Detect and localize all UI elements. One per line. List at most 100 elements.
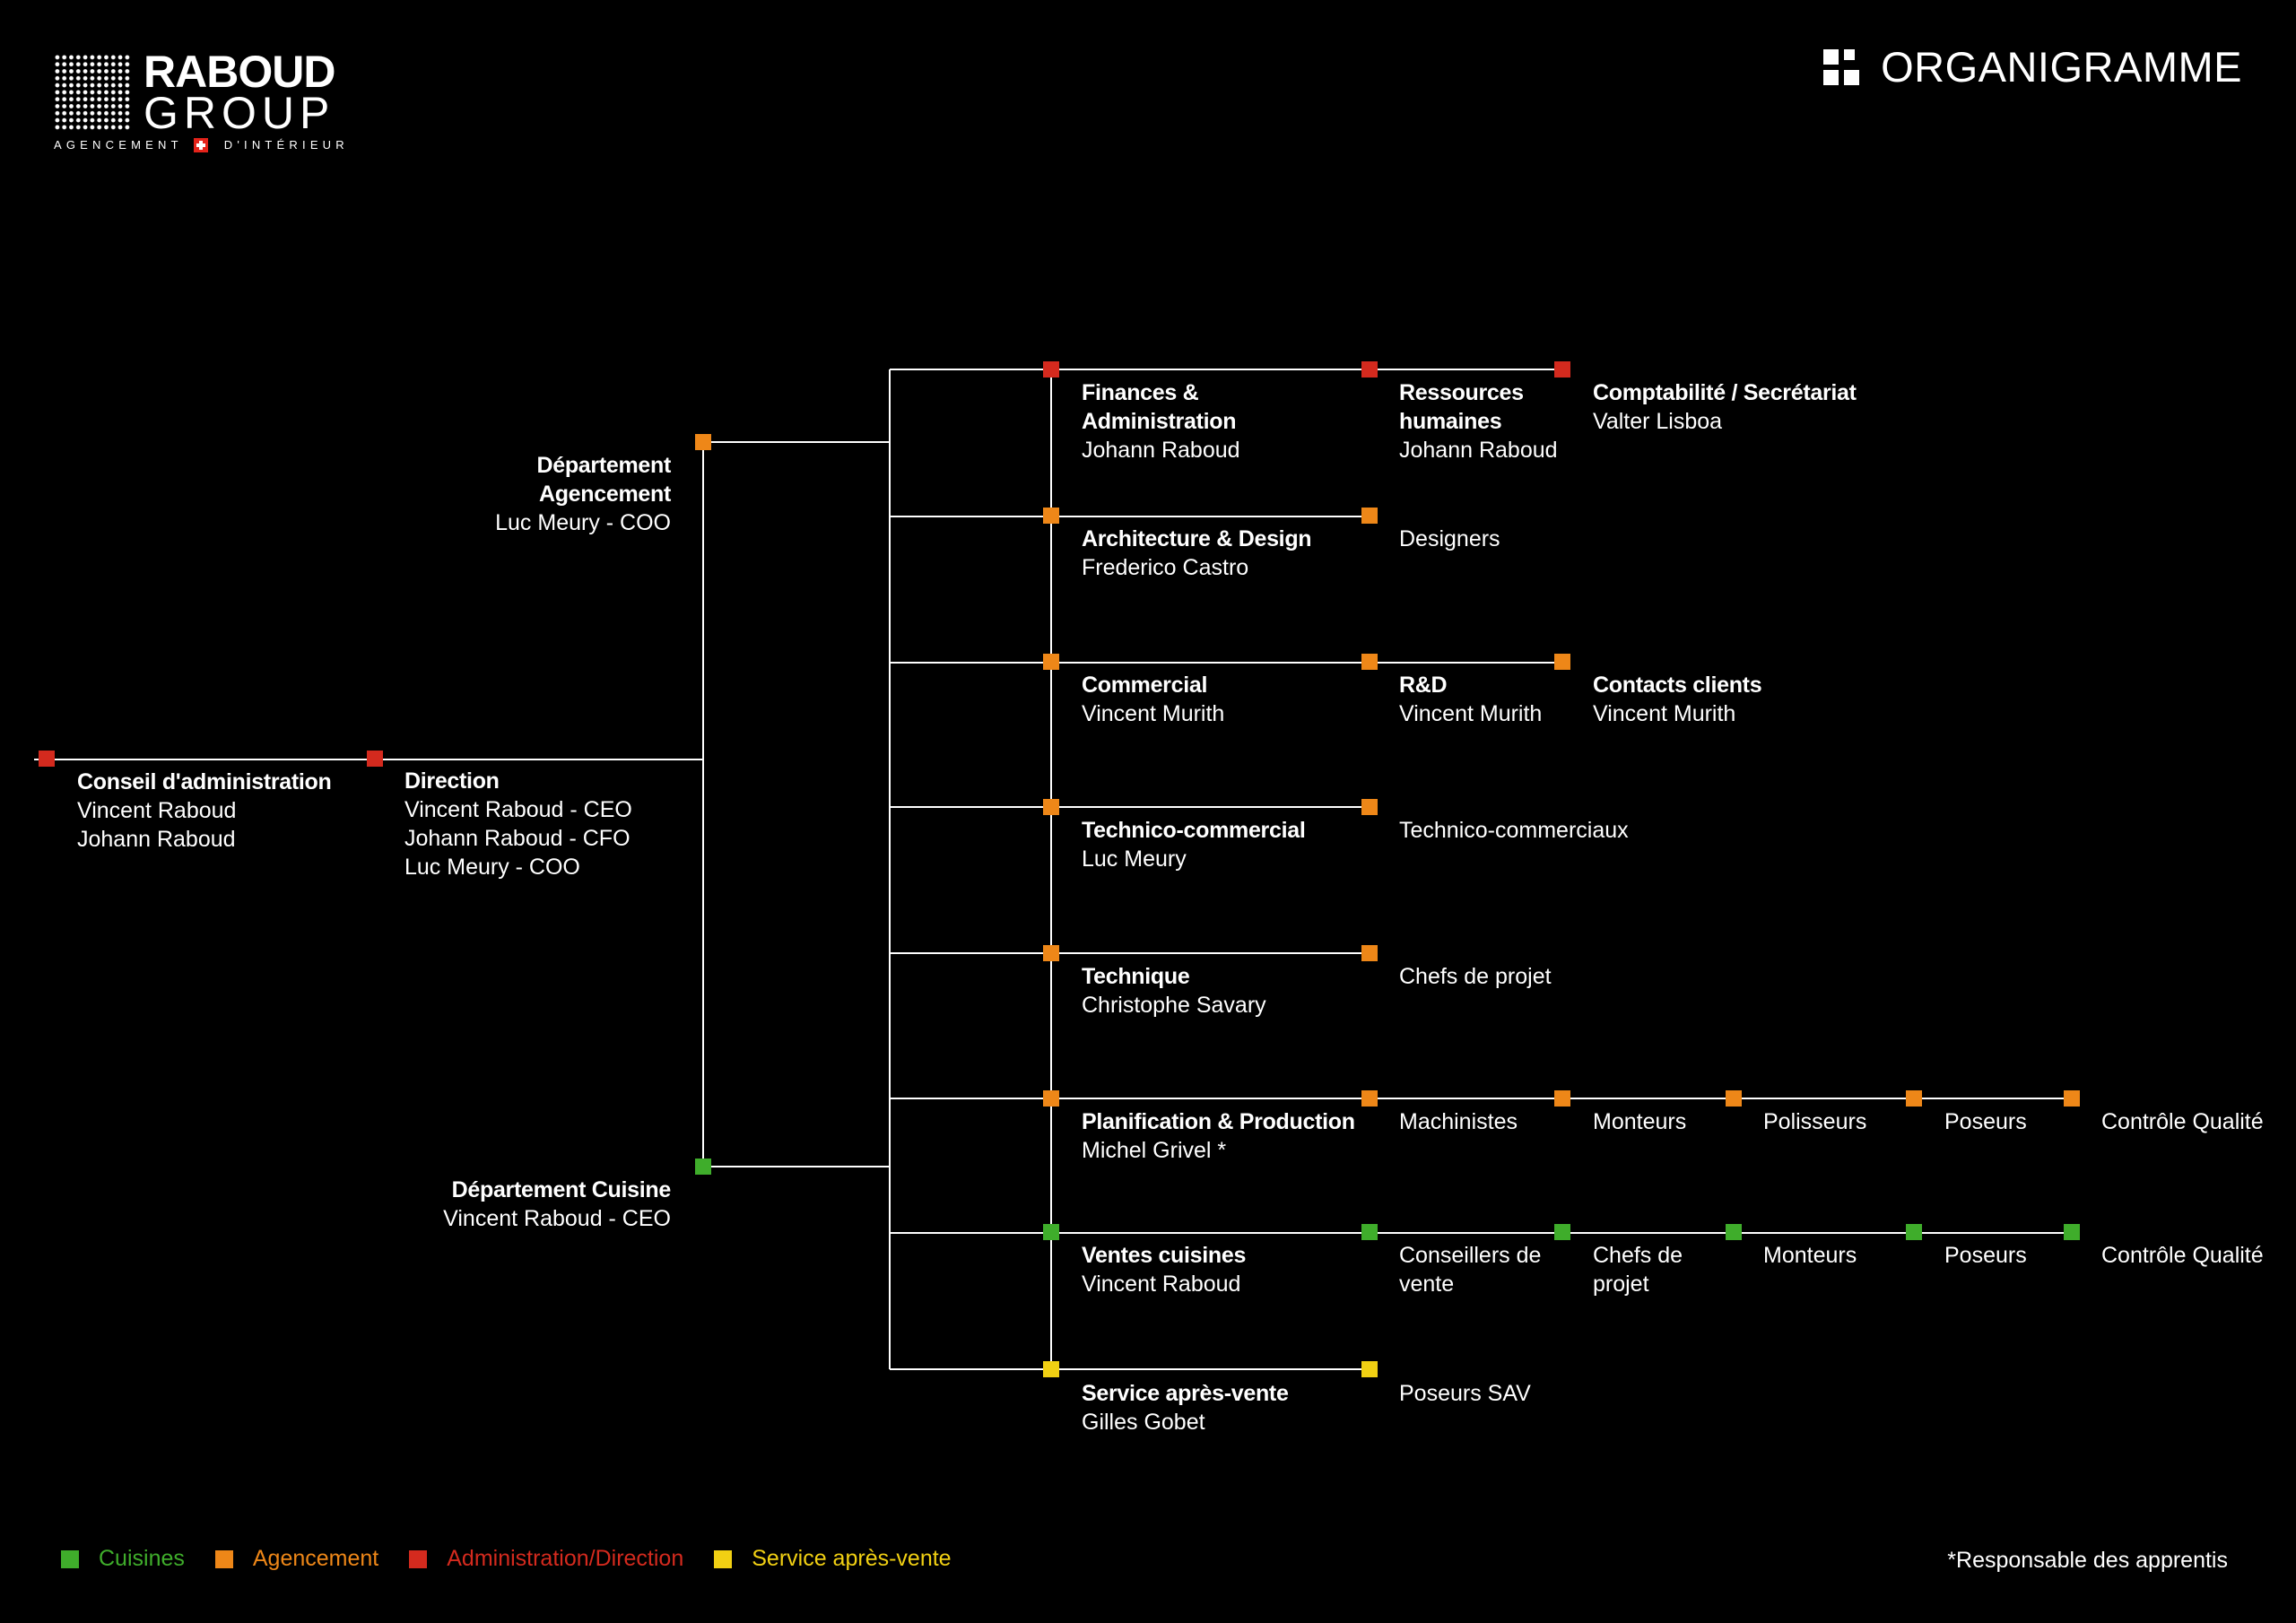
node-marker-designers (1361, 508, 1378, 524)
node-marker-qualite-c (2064, 1224, 2080, 1240)
org-node-title: Planification & Production (1082, 1109, 1355, 1134)
org-node-line: Vincent Raboud - CEO (404, 797, 632, 822)
org-node-line: Vincent Murith (1593, 701, 1736, 726)
org-node-line: Gilles Gobet (1082, 1410, 1205, 1435)
org-node-line: Michel Grivel * (1082, 1138, 1227, 1163)
org-node-line: Christophe Savary (1082, 993, 1266, 1018)
org-node-line: Machinistes (1399, 1109, 1518, 1134)
org-node-line: Monteurs (1593, 1109, 1687, 1134)
node-marker-rh (1361, 361, 1378, 378)
org-node-line: Designers (1399, 526, 1500, 551)
node-marker-technique (1043, 945, 1059, 961)
org-node-title: Contacts clients (1593, 673, 1762, 698)
node-marker-conseil (39, 751, 55, 767)
org-node-title: Commercial (1082, 673, 1208, 698)
org-node-line: Vincent Raboud (1082, 1271, 1241, 1297)
node-marker-dept-agencement (695, 434, 711, 450)
node-marker-machinistes (1361, 1090, 1378, 1107)
org-node-line: Contrôle Qualité (2101, 1243, 2264, 1268)
org-node-line: Vincent Raboud - CEO (443, 1206, 671, 1231)
org-node-line: Poseurs SAV (1399, 1381, 1531, 1406)
node-marker-dept-cuisine (695, 1159, 711, 1175)
org-node-title: Technique (1082, 964, 1190, 989)
org-node-line: Contrôle Qualité (2101, 1109, 2264, 1134)
org-node-machinistes: Machinistes (1399, 1107, 1518, 1136)
org-node-monteurs-a: Monteurs (1593, 1107, 1686, 1136)
org-node-line: Vincent Murith (1399, 701, 1543, 726)
legend-label: Agencement (252, 1546, 379, 1571)
node-marker-technico-staff (1361, 799, 1378, 815)
node-marker-qualite-a (2064, 1090, 2080, 1107)
raboud-group-logo: RABOUD GROUP AGENCEMENT D'INTÉRIEUR (54, 47, 359, 155)
org-node-line: Poseurs (1944, 1243, 2027, 1268)
org-node-title: Architecture & Design (1082, 526, 1312, 551)
footnote: *Responsable des apprentis (1947, 1548, 2228, 1573)
org-node-title: Comptabilité / Secrétariat (1593, 380, 1857, 405)
node-marker-monteurs-a (1554, 1090, 1570, 1107)
org-node-polisseurs: Polisseurs (1763, 1107, 1866, 1136)
page-title: ORGANIGRAMME (1823, 45, 2242, 90)
page-title-text: ORGANIGRAMME (1881, 43, 2242, 91)
legend-item: Service après-vente (714, 1546, 952, 1572)
node-marker-poseurs-sav (1361, 1361, 1378, 1377)
logo-word-group: GROUP (144, 88, 335, 138)
node-marker-archi (1043, 508, 1059, 524)
org-node-poseurs-a: Poseurs (1944, 1107, 2027, 1136)
node-marker-finances (1043, 361, 1059, 378)
org-node-line: Johann Raboud (1082, 438, 1240, 463)
node-marker-commercial (1043, 654, 1059, 670)
org-node-line: projet (1593, 1271, 1649, 1297)
legend-item: Administration/Direction (409, 1546, 683, 1572)
org-node-line: Poseurs (1944, 1109, 2027, 1134)
org-node-technico-staff: Technico-commerciaux (1399, 816, 1629, 845)
logo-dot-grid-icon (54, 54, 131, 131)
org-node-title: Direction (404, 768, 500, 794)
org-node-qualite-c: Contrôle Qualité (2101, 1241, 2264, 1270)
org-node-line: Technico-commerciaux (1399, 818, 1629, 843)
node-marker-technico (1043, 799, 1059, 815)
org-node-title: R&D (1399, 673, 1448, 698)
node-marker-poseurs-a (1906, 1090, 1922, 1107)
org-node-qualite-a: Contrôle Qualité (2101, 1107, 2264, 1136)
legend-swatch-icon (214, 1549, 233, 1568)
legend-swatch-icon (714, 1549, 733, 1568)
org-node-title: Conseil d'administration (77, 769, 332, 794)
node-marker-planif (1043, 1090, 1059, 1107)
legend-label: Administration/Direction (447, 1546, 684, 1571)
org-node-line: Luc Meury - COO (404, 855, 580, 880)
org-node-line: Polisseurs (1763, 1109, 1867, 1134)
node-marker-compta (1554, 361, 1570, 378)
org-node-poseurs-c: Poseurs (1944, 1241, 2027, 1270)
node-marker-chefs-projet-c (1554, 1224, 1570, 1240)
org-node-title: humaines (1399, 409, 1502, 434)
org-node-title: Administration (1082, 409, 1237, 434)
node-marker-contacts (1554, 654, 1570, 670)
org-node-line: Conseillers de (1399, 1243, 1542, 1268)
org-node-designers: Designers (1399, 525, 1500, 553)
org-node-title: Département (536, 453, 671, 478)
node-marker-monteurs-c (1726, 1224, 1742, 1240)
org-node-title: Ressources (1399, 380, 1524, 405)
org-node-title: Service après-vente (1082, 1381, 1289, 1406)
node-marker-sav (1043, 1361, 1059, 1377)
tagline-right: D'INTÉRIEUR (223, 138, 349, 152)
legend-label: Service après-vente (752, 1546, 952, 1571)
org-node-title: Département Cuisine (451, 1177, 672, 1202)
node-marker-polisseurs (1726, 1090, 1742, 1107)
org-node-line: Chefs de projet (1399, 964, 1552, 989)
node-marker-ventes (1043, 1224, 1059, 1240)
swiss-flag-icon (193, 138, 208, 152)
org-node-line: Johann Raboud (1399, 438, 1558, 463)
node-marker-rd (1361, 654, 1378, 670)
